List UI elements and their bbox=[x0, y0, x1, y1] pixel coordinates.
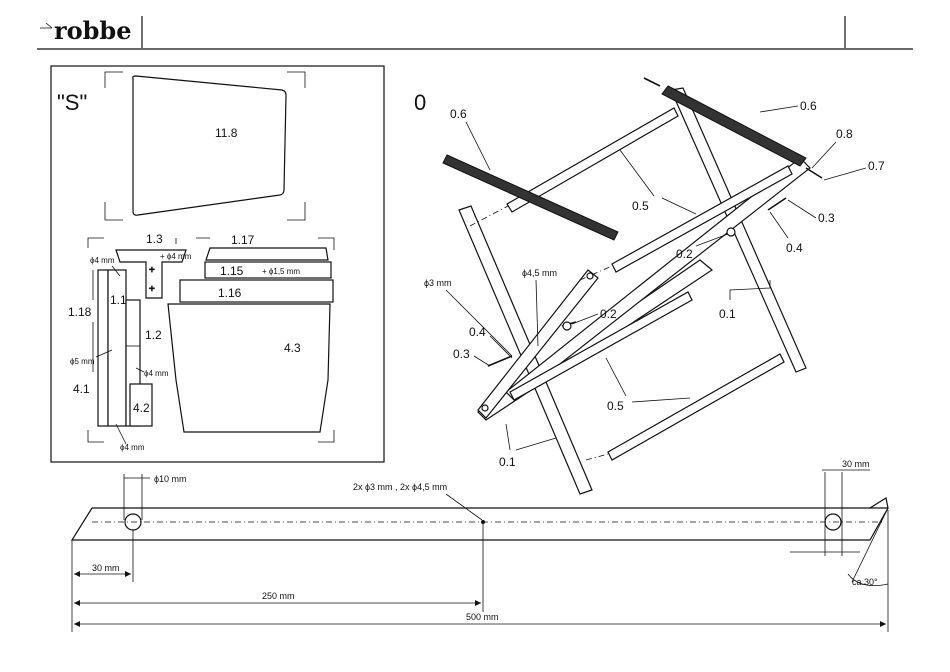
dim-center-holes: 2x ϕ3 mm , 2x ϕ4,5 mm bbox=[353, 482, 447, 492]
dim-left-offset: 30 mm bbox=[92, 563, 120, 573]
leader bbox=[446, 494, 482, 520]
rod-drawing: ϕ10 mm 2x ϕ3 mm , 2x ϕ4,5 mm 30 mm 30 mm… bbox=[72, 459, 888, 632]
rod-bottom bbox=[608, 354, 784, 460]
label-0-2-right: 0.2 bbox=[676, 247, 693, 261]
leader bbox=[506, 424, 556, 450]
dim-lines-hole bbox=[124, 474, 150, 520]
leader bbox=[788, 200, 816, 218]
step-number: 0 bbox=[414, 90, 426, 115]
hole bbox=[482, 405, 488, 411]
angle-arc bbox=[848, 508, 888, 586]
hole bbox=[587, 273, 593, 279]
part-1-16 bbox=[180, 280, 333, 302]
label-d3: ϕ3 mm bbox=[424, 278, 452, 288]
label-0-4-right: 0.4 bbox=[786, 241, 803, 255]
rod-mid bbox=[612, 166, 792, 272]
hole-label-d4-right: ϕ4 mm bbox=[144, 369, 169, 378]
part-11-8 bbox=[133, 76, 286, 215]
part-1-16-label: 1.16 bbox=[218, 286, 242, 300]
nut-0-2-left bbox=[563, 322, 571, 330]
leader bbox=[606, 358, 626, 396]
label-0-3-left: 0.3 bbox=[453, 347, 470, 361]
part-1-3-label: 1.3 bbox=[146, 232, 163, 246]
part-1-18-strip bbox=[98, 270, 108, 426]
part-1-1-label: 1.1 bbox=[110, 293, 127, 307]
label-d45: ϕ4,5 mm bbox=[522, 268, 557, 278]
leader bbox=[760, 106, 798, 112]
nut-0-2 bbox=[727, 228, 735, 236]
dim-hole-dia: ϕ10 mm bbox=[154, 474, 187, 484]
dim-right-offset: 30 mm bbox=[842, 459, 870, 469]
dim-half-length: 250 mm bbox=[262, 591, 295, 601]
hole-label-d4-bottom: ϕ4 mm bbox=[120, 443, 145, 452]
part-11-8-label: 11.8 bbox=[215, 126, 238, 140]
part-1-15-label: 1.15 bbox=[220, 264, 244, 278]
label-0-2-left: 0.2 bbox=[600, 307, 617, 321]
hole-label-d5: ϕ5 mm bbox=[70, 357, 95, 366]
part-1-17-label: 1.17 bbox=[231, 233, 255, 247]
part-1-2-label: 1.2 bbox=[145, 328, 162, 342]
part-4-1-label: 4.1 bbox=[73, 382, 90, 396]
label-0-6-top: 0.6 bbox=[800, 99, 817, 113]
leader bbox=[490, 336, 512, 358]
dim-angle: ca.30° bbox=[852, 577, 878, 587]
logo-text: robbe bbox=[54, 16, 131, 45]
leader bbox=[824, 168, 866, 180]
part-4-2-label: 4.2 bbox=[133, 401, 150, 415]
leader bbox=[116, 424, 126, 444]
label-0-5-top: 0.5 bbox=[632, 199, 649, 213]
header: robbe bbox=[37, 16, 913, 49]
label-0-7: 0.7 bbox=[868, 159, 885, 173]
label-0-1-bottom: 0.1 bbox=[499, 455, 516, 469]
part-4-3 bbox=[168, 304, 330, 432]
parts-sheet-title: "S" bbox=[57, 90, 87, 115]
dim-total-length: 500 mm bbox=[466, 612, 499, 622]
logo-plane-icon bbox=[40, 23, 52, 28]
hole-mark: + bbox=[149, 265, 155, 276]
leader bbox=[466, 122, 490, 170]
corner-marks-mid bbox=[176, 238, 210, 244]
leader bbox=[812, 142, 836, 168]
dim-lines-right bbox=[790, 470, 870, 556]
label-0-6-left: 0.6 bbox=[450, 107, 467, 121]
label-0-4-left: 0.4 bbox=[469, 325, 486, 339]
hole-label-1-3: + ϕ4 mm bbox=[160, 252, 192, 261]
hole-label-1-15: + ϕ1,5 mm bbox=[262, 267, 300, 276]
part-1-17 bbox=[206, 248, 328, 260]
seat-strip-top bbox=[662, 86, 806, 166]
leader bbox=[662, 198, 696, 214]
hole-mark: + bbox=[149, 284, 155, 295]
leader bbox=[474, 356, 490, 366]
label-0-5-bottom: 0.5 bbox=[607, 399, 624, 413]
part-4-3-label: 4.3 bbox=[284, 341, 301, 355]
robbe-logo: robbe bbox=[40, 16, 131, 45]
label-0-8: 0.8 bbox=[836, 127, 853, 141]
parts-sheet: "S" 11.8 1.3 + ϕ4 mm + + 1.17 1.15 + ϕ1,… bbox=[51, 66, 384, 462]
leader bbox=[632, 398, 690, 402]
label-0-1-right: 0.1 bbox=[719, 307, 736, 321]
hole-label-strip-top: ϕ4 mm bbox=[90, 256, 115, 265]
assembly-view: 0 0.6 0.6 0.8 0.7 0.5 0.3 bbox=[414, 78, 885, 494]
leader bbox=[620, 150, 654, 196]
part-1-18-label: 1.18 bbox=[68, 305, 92, 319]
label-0-3-right: 0.3 bbox=[818, 211, 835, 225]
leader bbox=[770, 212, 788, 238]
